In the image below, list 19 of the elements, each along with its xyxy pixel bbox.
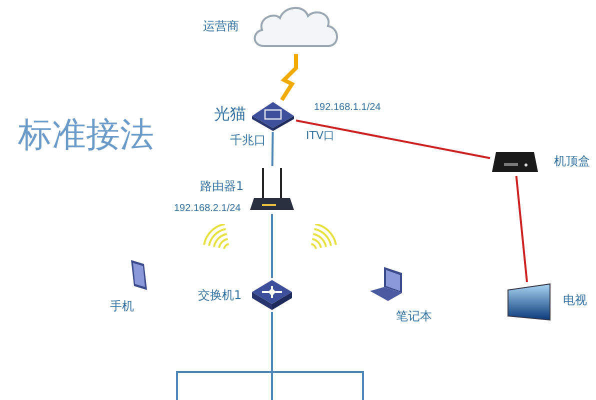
ip-address: 192.168.2.1/24 [174,204,241,214]
device-label: 路由器1 [200,180,244,192]
lightning-link [280,54,298,101]
ip-address: 192.168.1.1/24 [314,103,381,113]
port-label: 千兆口 [230,134,266,146]
device-label: 交换机1 [198,289,242,301]
cable-line [271,214,273,278]
device-label: 电视 [563,294,587,306]
device-label: 运营商 [203,20,239,32]
title-text: 标准接法 [18,118,154,152]
device-label: 机顶盒 [554,155,590,167]
port-label: ITV口 [306,130,334,141]
cable-line [271,132,274,166]
cable-line [296,119,490,160]
device-label: 笔记本 [396,310,432,322]
device-label: 光猫 [214,106,246,122]
cable-line [515,176,528,282]
device-label: 手机 [110,300,134,312]
cable-line [271,312,364,400]
